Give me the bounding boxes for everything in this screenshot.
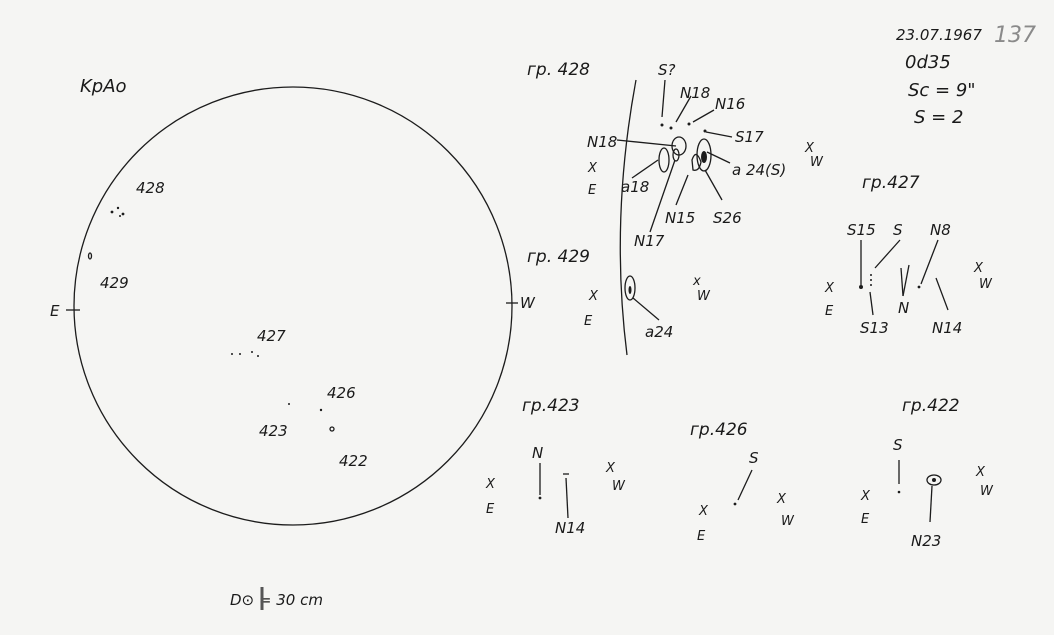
west-marker: W — [980, 484, 994, 499]
group-422-spots — [897, 460, 942, 523]
group-423-title: гр.423 — [522, 396, 580, 416]
observation-date: 23.07.1967 — [896, 26, 982, 44]
disk-diameter-label: D⊙ = 30 cm — [230, 591, 323, 609]
spot-label: N — [898, 299, 909, 317]
group-428-title: гр. 428 — [527, 60, 590, 80]
west-marker: X — [605, 461, 616, 476]
spot-label: S17 — [735, 128, 764, 146]
west-marker: W — [697, 289, 711, 304]
spot-label: S — [893, 436, 903, 454]
east-marker: X — [860, 489, 871, 504]
spot-label: S15 — [847, 221, 876, 239]
west-marker: X — [776, 492, 787, 507]
observatory-label: KpAo — [80, 76, 127, 97]
group-427-title: гр.427 — [862, 173, 920, 193]
west-marker: x — [692, 274, 701, 289]
spot-label: S? — [658, 61, 676, 79]
group-423-spots — [538, 463, 569, 519]
west-marker: W — [612, 479, 626, 494]
spot-label: a18 — [621, 178, 649, 196]
east-marker: E — [584, 314, 593, 329]
east-marker: X — [588, 289, 599, 304]
spot-label: N18 — [680, 84, 710, 102]
disk-spots — [87, 206, 335, 432]
s-value: S = 2 — [914, 107, 963, 128]
seeing-value: Sc = 9" — [908, 80, 976, 101]
spot-label: N14 — [555, 519, 585, 537]
group-427-spots — [859, 239, 949, 316]
spot-label: N18 — [587, 133, 617, 151]
east-marker: E — [486, 502, 495, 517]
east-marker: X — [587, 161, 598, 176]
disk-group-429: 429 — [100, 274, 129, 292]
group-426-spots — [733, 469, 753, 506]
group-429-spots — [624, 275, 660, 321]
spot-label: S26 — [713, 209, 742, 227]
east-marker: E — [825, 304, 834, 319]
west-marker: W — [781, 514, 795, 529]
solar-disk-outline — [73, 86, 513, 526]
group-426-title: гр.426 — [690, 420, 748, 440]
east-marker: X — [485, 477, 496, 492]
disk-group-423: 423 — [259, 422, 288, 440]
spot-label: N14 — [932, 319, 962, 337]
group-428-spots — [616, 79, 733, 233]
spot-label: S — [749, 449, 759, 467]
spot-label: N16 — [715, 95, 745, 113]
spot-label: N23 — [911, 532, 941, 550]
west-marker: X — [973, 261, 984, 276]
east-marker: X — [698, 504, 709, 519]
disk-west-label: W — [520, 294, 536, 312]
observation-time: 0d35 — [905, 52, 951, 73]
spot-label: N15 — [665, 209, 695, 227]
disk-group-426: 426 — [327, 384, 356, 402]
west-marker: X — [975, 465, 986, 480]
spot-label: a24 — [645, 323, 673, 341]
spot-label: S13 — [860, 319, 889, 337]
east-marker: E — [588, 183, 597, 198]
group-422-title: гр.422 — [902, 396, 960, 416]
disk-group-422: 422 — [339, 452, 368, 470]
spot-label: N17 — [634, 232, 665, 250]
disk-east-label: E — [50, 302, 60, 320]
east-marker: E — [697, 529, 706, 544]
west-marker: W — [979, 277, 993, 292]
spot-label: N — [532, 444, 543, 462]
spot-label: S — [893, 221, 903, 239]
spot-label: N8 — [930, 221, 951, 239]
group-429-title: гр. 429 — [527, 247, 590, 267]
disk-group-428: 428 — [136, 179, 165, 197]
sheet-number: 137 — [994, 23, 1036, 48]
disk-group-427: 427 — [257, 327, 286, 345]
limb-arc — [619, 79, 637, 356]
west-marker: X — [804, 141, 815, 156]
west-marker: W — [810, 155, 824, 170]
east-marker: X — [824, 281, 835, 296]
east-marker: E — [861, 512, 870, 527]
spot-label: a 24(S) — [732, 161, 786, 179]
